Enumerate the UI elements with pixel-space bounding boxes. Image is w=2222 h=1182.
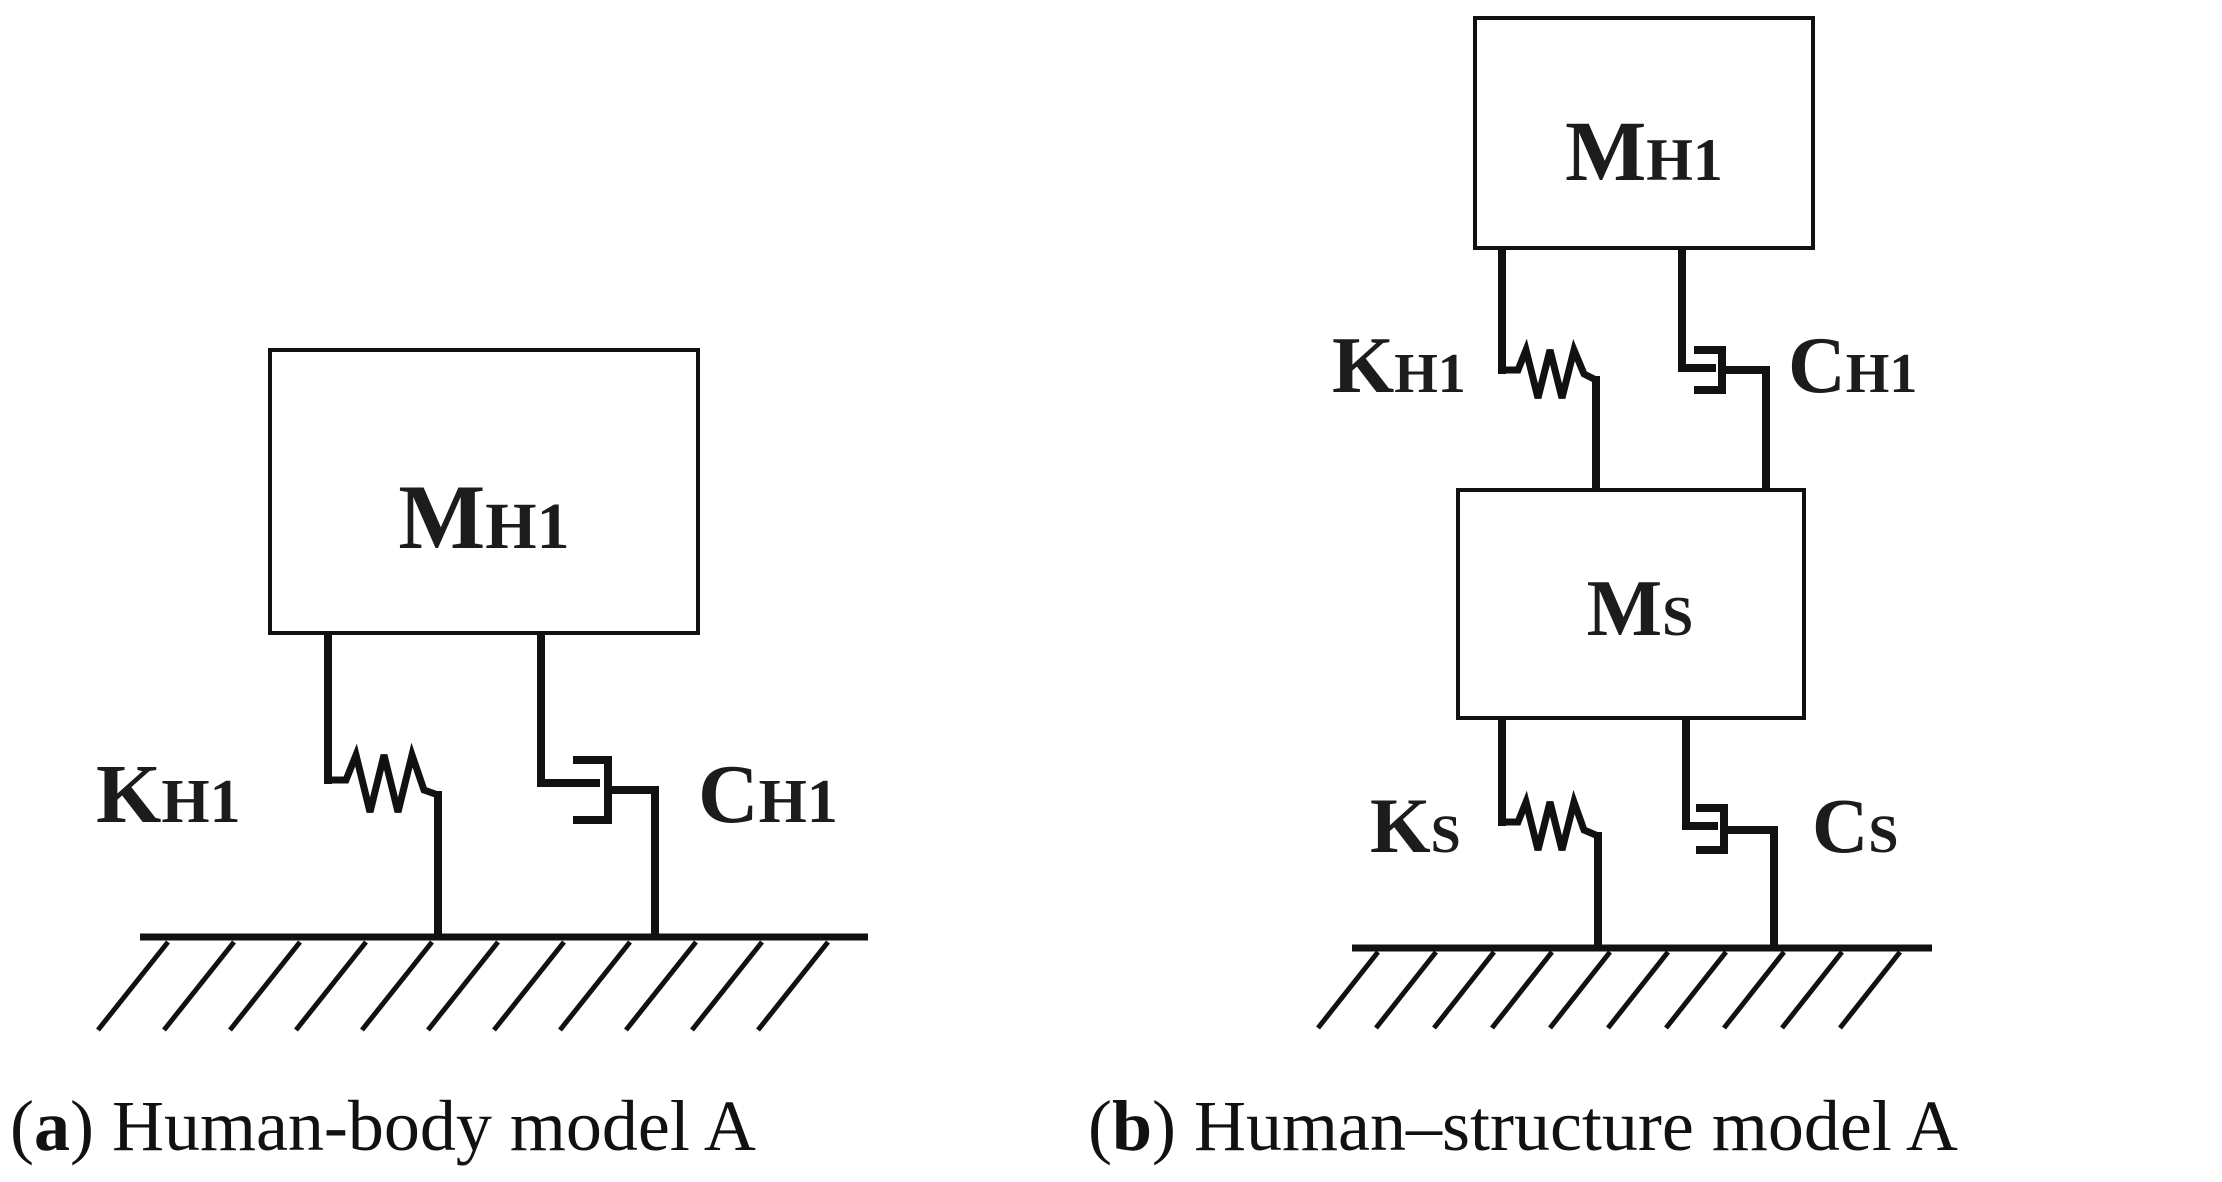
panel-b-lower-damper-label: CS <box>1812 782 1898 869</box>
panel-a: MH1 KH1 CH1 <box>10 348 868 1166</box>
panel-b-lower-mass-block <box>1456 488 1806 720</box>
panel-a-damper-label: CH1 <box>698 748 838 841</box>
panel-b-upper-mass-block <box>1473 16 1815 250</box>
panel-a-mass-block <box>268 348 700 635</box>
panel-b-caption: (b) Human–structure model A <box>1088 1086 1958 1166</box>
panel-a-spring-label: KH1 <box>96 748 241 841</box>
panel-b-upper-spring <box>1498 248 1600 490</box>
panel-b-lower-damper <box>1682 718 1778 950</box>
panel-a-damper <box>537 633 659 939</box>
panel-b-lower-spring <box>1498 718 1602 950</box>
panel-b-lower-mass-label: MS <box>1587 565 1694 653</box>
panel-b-upper-mass-label: MH1 <box>1565 103 1723 199</box>
panel-b-upper-spring-label: KH1 <box>1332 322 1466 410</box>
panel-a-ground <box>96 933 868 1032</box>
panel-b-upper-damper-label: CH1 <box>1788 322 1917 410</box>
panel-b-ground <box>1316 944 1932 1030</box>
panel-a-mass-label: MH1 <box>398 466 569 568</box>
panel-b: MH1 KH1 CH1 MS <box>1088 16 1958 1166</box>
panel-a-spring <box>324 633 442 939</box>
panel-a-caption: (a) Human-body model A <box>10 1086 756 1166</box>
panel-b-lower-spring-label: KS <box>1370 782 1461 869</box>
panel-b-upper-damper <box>1678 248 1770 490</box>
